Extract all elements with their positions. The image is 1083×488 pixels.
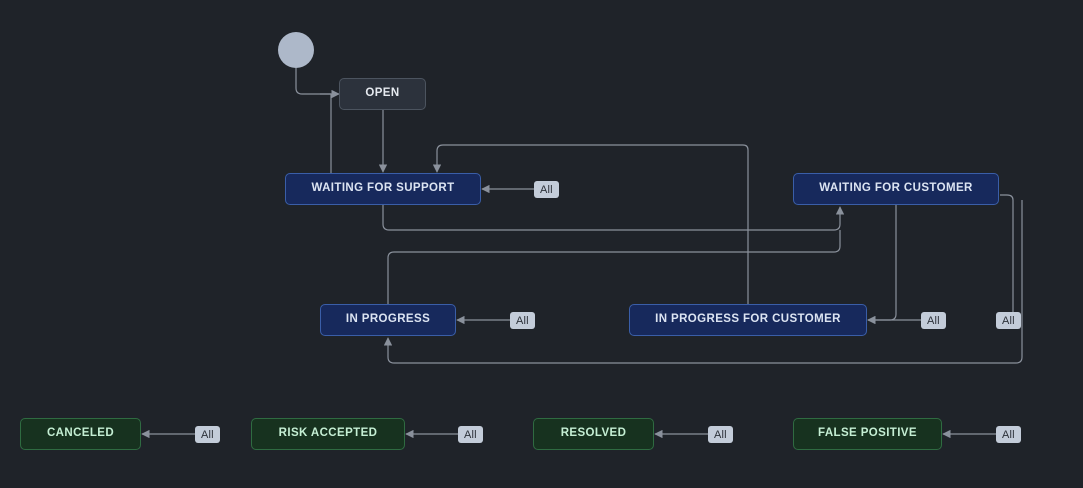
status-node-in-progress[interactable]: IN PROGRESS [320, 304, 456, 336]
status-node-risk-accepted[interactable]: RISK ACCEPTED [251, 418, 405, 450]
status-node-waiting-for-customer[interactable]: WAITING FOR CUSTOMER [793, 173, 999, 205]
status-node-resolved[interactable]: RESOLVED [533, 418, 654, 450]
badge-to-false-positive[interactable]: All [996, 426, 1021, 443]
status-node-label: RISK ACCEPTED [278, 427, 378, 440]
transition-badge-label: All [927, 314, 940, 327]
badge-to-risk-accepted[interactable]: All [458, 426, 483, 443]
edge-in-progress-for-customer-to-waiting-for-support [432, 144, 749, 304]
edge-waiting-for-support-to-waiting-for-customer [382, 205, 845, 231]
transition-badge-label: All [516, 314, 529, 327]
transition-badge-label: All [201, 428, 214, 441]
badge-to-waiting-for-customer[interactable]: All [996, 312, 1021, 329]
edge-all-to-waiting-for-customer [1000, 194, 1014, 312]
status-node-label: RESOLVED [560, 427, 627, 440]
edge-waiting-for-customer-to-in-progress-for-customer [867, 205, 897, 325]
status-node-waiting-for-support[interactable]: WAITING FOR SUPPORT [285, 173, 481, 205]
transition-badge-label: All [1002, 428, 1015, 441]
badge-to-in-progress-for-customer[interactable]: All [921, 312, 946, 329]
status-node-in-progress-for-customer[interactable]: IN PROGRESS FOR CUSTOMER [629, 304, 867, 336]
transition-badge-label: All [464, 428, 477, 441]
status-node-label: IN PROGRESS [345, 313, 431, 326]
status-node-label: OPEN [365, 87, 400, 100]
start-node[interactable] [278, 32, 314, 68]
status-node-label: WAITING FOR CUSTOMER [819, 182, 973, 195]
badge-to-resolved[interactable]: All [708, 426, 733, 443]
transition-badge-label: All [1002, 314, 1015, 327]
badge-to-canceled[interactable]: All [195, 426, 220, 443]
transition-badge-label: All [540, 183, 553, 196]
status-node-label: CANCELED [46, 427, 115, 440]
status-node-open[interactable]: OPEN [339, 78, 426, 110]
status-node-label: IN PROGRESS FOR CUSTOMER [655, 313, 841, 326]
badge-to-in-progress[interactable]: All [510, 312, 535, 329]
edge-loop-to-in-progress [383, 200, 1023, 364]
status-node-label: WAITING FOR SUPPORT [311, 182, 455, 195]
status-node-canceled[interactable]: CANCELED [20, 418, 141, 450]
badge-to-waiting-for-support[interactable]: All [534, 181, 559, 198]
transition-badge-label: All [714, 428, 727, 441]
edge-in-progress-to-waiting-for-customer [387, 230, 841, 304]
status-node-false-positive[interactable]: FALSE POSITIVE [793, 418, 942, 450]
status-node-label: FALSE POSITIVE [818, 427, 917, 440]
edge-start-to-open [295, 68, 331, 95]
